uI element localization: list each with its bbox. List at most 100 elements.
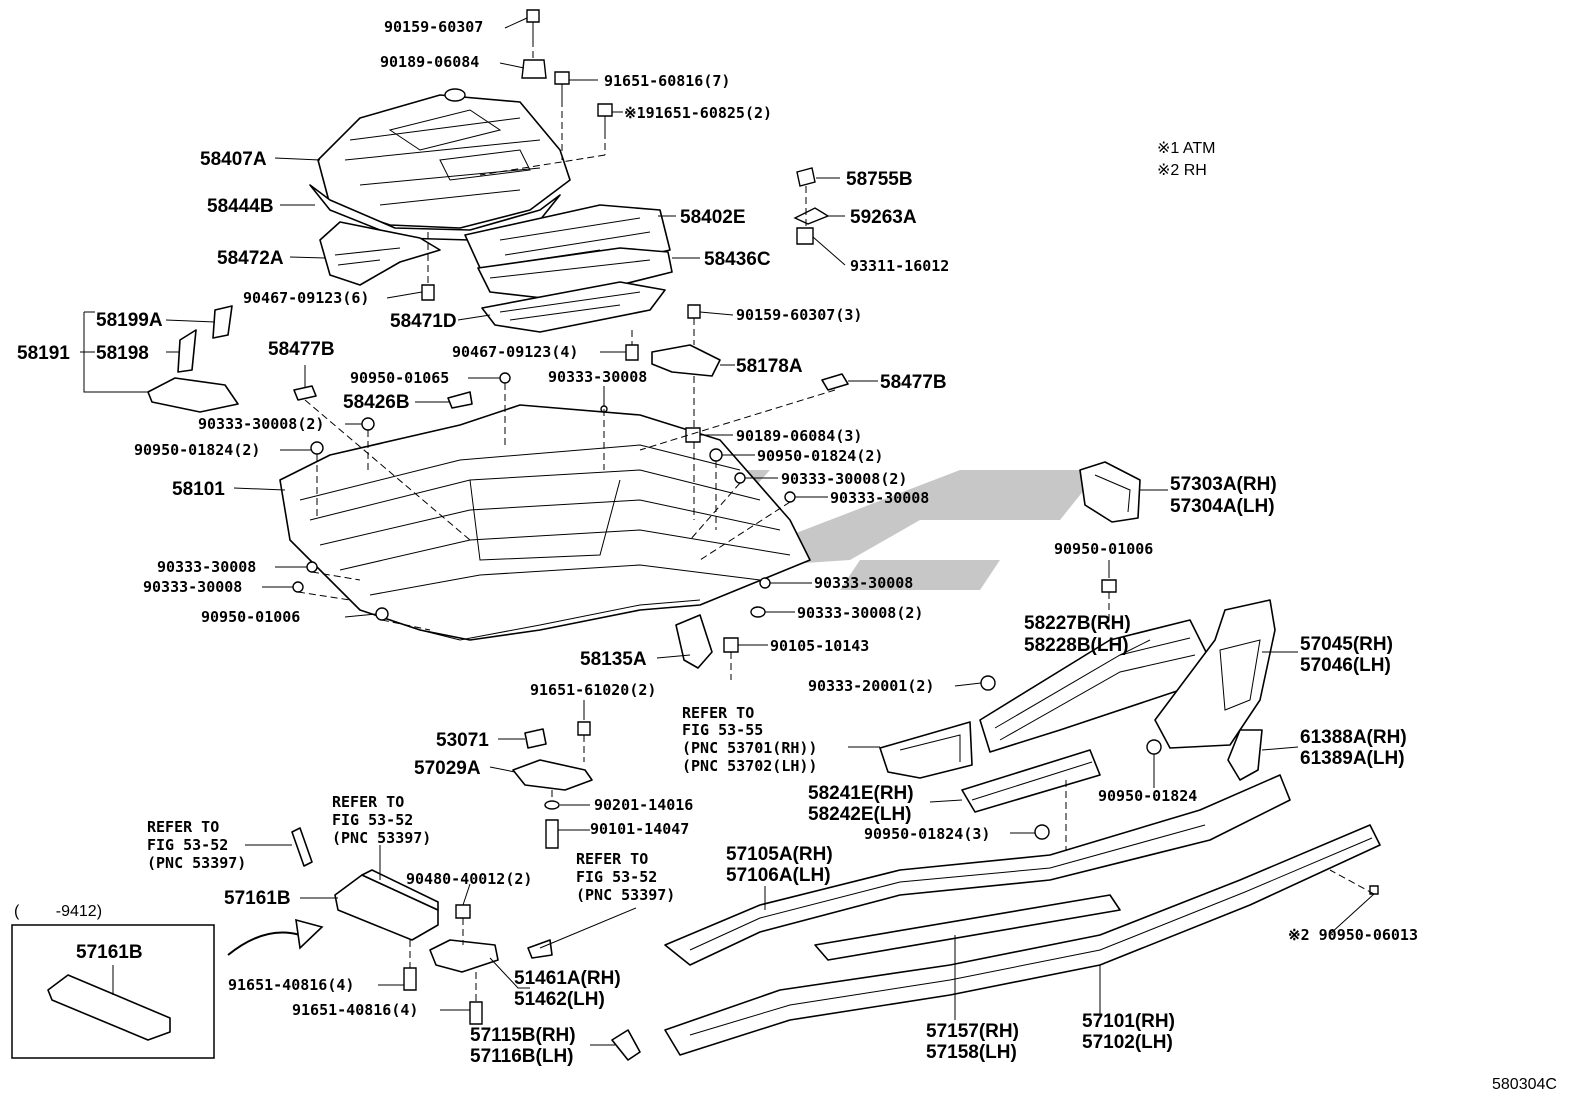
label: FIG 53-52 [576, 868, 657, 886]
label: 57161B [224, 888, 291, 909]
label: 58436C [704, 249, 771, 270]
label: 90333-20001(2) [808, 677, 934, 695]
label: 90950-01824(3) [864, 825, 990, 843]
label: (PNC 53397) [576, 886, 675, 904]
label: 90467-09123(6) [243, 289, 369, 307]
label: 90333-30008 [830, 489, 929, 507]
note-rh: ※2 RH [1157, 162, 1207, 179]
pad-58477B-left [293, 385, 317, 401]
label: 90950-01824(2) [757, 447, 883, 465]
bracket-59263A-icon [793, 207, 830, 225]
label: ※2 90950-06013 [1288, 926, 1418, 944]
label: 58227B(RH) [1024, 613, 1131, 634]
label: 57115B(RH) [470, 1025, 576, 1046]
label: 58198 [96, 343, 149, 364]
pad-58477B-right [821, 373, 849, 391]
label: 58407A [200, 149, 267, 170]
label: 90189-06084 [380, 53, 479, 71]
sill-57157 [814, 894, 1121, 961]
pillar-57045 [1154, 599, 1276, 749]
labels: 90159-60307 90189-06084 91651-60816(7) ※… [14, 18, 1557, 1093]
label: 61388A(RH) [1300, 727, 1407, 748]
label: 57105A(RH) [726, 844, 833, 865]
label: 57304A(LH) [1170, 496, 1275, 517]
label: 90333-30008 [814, 574, 913, 592]
bolt-icons-lower [403, 721, 591, 1025]
floor-pan-58101 [279, 404, 811, 641]
bracket-58191 [147, 305, 239, 413]
rocker-57105A [664, 774, 1291, 966]
label: 90950-01006 [1054, 540, 1153, 558]
label: 58101 [172, 479, 225, 500]
label: REFER TO [147, 818, 219, 836]
label: 90333-30008 [157, 558, 256, 576]
label: 51461A(RH) [514, 968, 621, 989]
label: 58191 [17, 343, 70, 364]
label: (PNC 53701(RH)) [682, 739, 817, 757]
label: 58242E(LH) [808, 804, 912, 825]
fuel-tank-58407A [317, 88, 571, 229]
label: 90333-30008 [143, 578, 242, 596]
gasket-58471D [481, 281, 666, 333]
label: 58178A [736, 356, 803, 377]
rail-57161B [334, 869, 439, 941]
label: 61389A(LH) [1300, 748, 1405, 769]
figure-code: 580304C [1492, 1076, 1557, 1093]
label: 58477B [268, 339, 335, 360]
bracket-58178A [651, 344, 721, 377]
label: 57161B [76, 942, 143, 963]
label: (PNC 53702(LH)) [682, 757, 817, 775]
label: 91651-60816(7) [604, 72, 730, 90]
bracket-refer-53-52-a [291, 827, 313, 867]
label: 57106A(LH) [726, 865, 831, 886]
label: ※191651-60825(2) [624, 104, 772, 122]
label: 90333-30008(2) [781, 470, 907, 488]
label: 90159-60307(3) [736, 306, 862, 324]
rocker-57101 [664, 824, 1381, 1056]
label: 57102(LH) [1082, 1032, 1173, 1053]
leader-lines [80, 17, 1375, 1046]
bracket-57115B [611, 1029, 641, 1061]
label: 91651-40816(4) [228, 976, 354, 994]
clip-90189-06084-icon [521, 59, 547, 79]
label: 93311-16012 [850, 257, 949, 275]
plug-90950-01006-icon [1101, 579, 1117, 593]
label: REFER TO [332, 793, 404, 811]
bracket-58135A [675, 614, 713, 669]
label: (PNC 53397) [147, 854, 246, 872]
label: 58444B [207, 196, 274, 217]
seal-58426B [447, 391, 473, 409]
label: FIG 53-55 [682, 721, 763, 739]
bolt-91651-60825-icon [597, 103, 613, 132]
label: 90950-01065 [350, 369, 449, 387]
label: 57157(RH) [926, 1021, 1019, 1042]
brace-57303A [1079, 461, 1141, 523]
label: 58477B [880, 372, 947, 393]
label: 58402E [680, 207, 746, 228]
label: 90333-30008(2) [198, 415, 324, 433]
label: 58471D [390, 311, 457, 332]
bracket-refer-53-52-b [527, 939, 553, 959]
plug-61388A [1227, 729, 1263, 781]
bracket-57029A [512, 759, 593, 791]
fuel-tank-lower-58472A [319, 221, 441, 286]
cover-58436C [477, 247, 673, 301]
label: 57303A(RH) [1170, 474, 1277, 495]
label: 53071 [436, 730, 489, 751]
label: 90333-30008(2) [797, 604, 923, 622]
label: 91651-61020(2) [530, 681, 656, 699]
block-53071 [524, 728, 547, 749]
label: 51462(LH) [514, 989, 605, 1010]
label: 57158(LH) [926, 1042, 1017, 1063]
label: 90201-14016 [594, 796, 693, 814]
label: 57029A [414, 758, 481, 779]
label: 58135A [580, 649, 647, 670]
bolt-91651-60816-icon [554, 71, 570, 100]
label: 90333-30008 [548, 368, 647, 386]
label: 58241E(RH) [808, 783, 914, 804]
label: 90950-01006 [201, 608, 300, 626]
label: 58755B [846, 169, 913, 190]
label: (PNC 53397) [332, 829, 431, 847]
label: 58199A [96, 310, 163, 331]
